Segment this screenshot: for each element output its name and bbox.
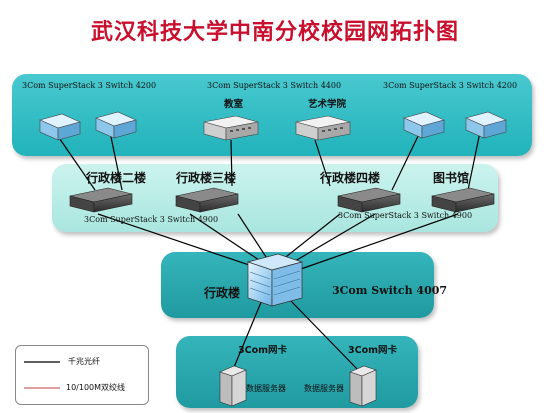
fiber-link: [237, 213, 269, 261]
nic-left-label: 3Com网卡: [238, 345, 288, 356]
fiber-link: [97, 213, 259, 269]
admin-building-3-label: 行政楼三楼: [176, 171, 237, 185]
switch-4200-left-a: [39, 113, 81, 141]
nic-right-label: 3Com网卡: [348, 345, 398, 356]
switch-4400-classroom: [203, 115, 259, 141]
legend: [15, 345, 149, 405]
fiber-link: [391, 131, 421, 191]
switch-4200-left-b: [95, 111, 137, 139]
switch-4200-right-b: [465, 111, 507, 139]
top-center-switch-label: 3Com SuperStack 3 Switch 4400: [207, 81, 342, 90]
fiber-link: [189, 213, 263, 263]
fiber-link: [314, 139, 331, 187]
admin-building-4-label: 行政楼四楼: [320, 171, 381, 185]
fiber-link: [230, 139, 233, 187]
fiber-link: [289, 299, 361, 373]
fiber-link: [467, 131, 481, 191]
core-switch-label: 3Com Switch 4007: [332, 284, 448, 297]
fiber-link: [231, 299, 263, 373]
admin-building-2-label: 行政楼二楼: [86, 171, 147, 185]
data-server-left: [219, 365, 247, 407]
data-server-right: [349, 365, 377, 407]
fiber-link: [289, 213, 376, 265]
legend-twisted-pair-label: 10/100M双绞线: [66, 383, 126, 392]
fiber-links-top: [54, 131, 481, 191]
mid-right-switch-label: 3Com SuperStack 3 Switch 4900: [338, 211, 473, 220]
fiber-links-servers: [231, 299, 361, 373]
switch-4900-admin-3: [175, 187, 239, 213]
legend-fiber-label: 千兆光纤: [68, 357, 100, 366]
switch-4900-library: [431, 187, 495, 213]
building-classroom-label: 教室: [224, 99, 244, 110]
top-panel: [12, 74, 532, 156]
server-panel: [176, 336, 418, 408]
switch-4900-admin-2: [69, 187, 133, 213]
server-data-left-label: 数据服务器: [246, 384, 286, 393]
fiber-link: [297, 213, 459, 271]
building-art-label: 艺术学院: [308, 99, 347, 110]
switch-4200-right-a: [403, 111, 445, 139]
server-data-right-label: 数据服务器: [304, 384, 344, 393]
fiber-links-core: [97, 213, 459, 271]
library-label: 图书馆: [433, 171, 470, 185]
top-left-switch-label: 3Com SuperStack 3 Switch 4200: [22, 81, 157, 90]
core-location-label: 行政楼: [204, 286, 241, 300]
mid-left-switch-label: 3Com SuperStack 3 Switch 4900: [84, 215, 219, 224]
diagram-title: 武汉科技大学中南分校校园网拓扑图: [90, 20, 459, 45]
fiber-link: [109, 131, 123, 191]
fiber-link: [54, 131, 96, 191]
core-switch-4007: [246, 253, 304, 307]
switch-4900-admin-4: [337, 187, 401, 213]
top-right-switch-label: 3Com SuperStack 3 Switch 4200: [383, 81, 518, 90]
fiber-link: [281, 213, 341, 261]
switch-4400-art: [295, 115, 351, 141]
